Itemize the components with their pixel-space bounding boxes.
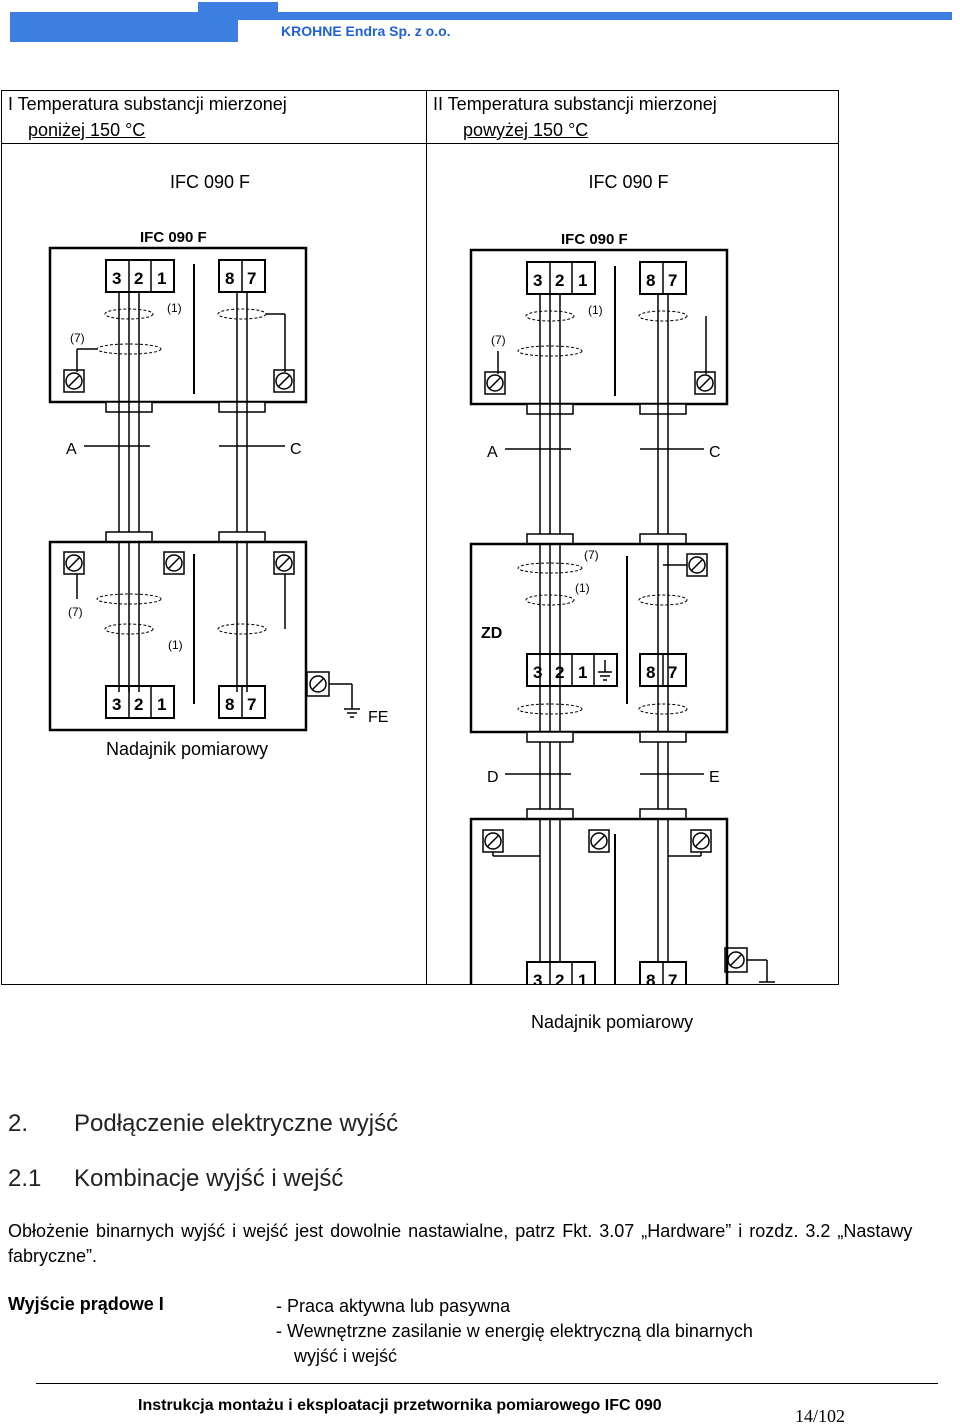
col1-bottom-t2: 2 bbox=[134, 695, 143, 714]
page-number: 14/102 bbox=[795, 1406, 846, 1426]
col2-wiring-diagram: IFC 090 F 3 2 1 8 7 (1) (7) bbox=[469, 231, 807, 984]
output-features: - Praca aktywna lub pasywna - Wewnętrzne… bbox=[276, 1294, 753, 1369]
col1-top-t2: 2 bbox=[134, 269, 143, 288]
col2-bottom-t7: 7 bbox=[668, 971, 677, 984]
col1-bottom-note1: (1) bbox=[168, 638, 183, 652]
col2-zd-t2: 2 bbox=[555, 663, 564, 682]
col1-caption: Nadajnik pomiarowy bbox=[106, 739, 269, 759]
col1-bottom-t3: 3 bbox=[112, 695, 121, 714]
col2-zd-t7: 7 bbox=[668, 663, 677, 682]
col2-top-t7: 7 bbox=[668, 271, 677, 290]
col1-top-t8: 8 bbox=[225, 269, 234, 288]
col2-subtitle: powyżej 150 °C bbox=[463, 120, 589, 140]
col1-top-t3: 3 bbox=[112, 269, 121, 288]
col2-bottom-t8: 8 bbox=[646, 971, 655, 984]
col2-zd-t1: 1 bbox=[578, 663, 587, 682]
col2-label-c: C bbox=[709, 444, 721, 461]
col1-top-note7: (7) bbox=[70, 331, 85, 345]
header-accent bbox=[10, 12, 238, 42]
footer-text: Instrukcja montażu i eksploatacji przetw… bbox=[138, 1397, 662, 1414]
company-name: KROHNE Endra Sp. z o.o. bbox=[281, 23, 451, 39]
col2-bottom-t1: 1 bbox=[578, 971, 587, 984]
col2-body: IFC 090 F IFC 090 F 3 2 1 8 7 (1) (7) bbox=[426, 143, 839, 1032]
col1-top-t1: 1 bbox=[157, 269, 166, 288]
wiring-table: I Temperatura substancji mierzonej poniż… bbox=[1, 90, 839, 1032]
col2-zd-t3: 3 bbox=[533, 663, 542, 682]
col2-top-note7: (7) bbox=[491, 333, 506, 347]
footer-divider bbox=[36, 1383, 938, 1384]
col2-label-e: E bbox=[709, 769, 720, 786]
feature-item: - Praca aktywna lub pasywna bbox=[276, 1296, 511, 1316]
feature-item-continuation: wyjść i wejść bbox=[294, 1346, 398, 1366]
header-accent-line bbox=[238, 12, 952, 20]
col2-label-a: A bbox=[487, 444, 498, 461]
col1-bottom-t7: 7 bbox=[247, 695, 256, 714]
subsection-number: 2.1 bbox=[8, 1165, 42, 1192]
output-label: Wyjście prądowe I bbox=[8, 1294, 164, 1314]
header-bar bbox=[0, 0, 960, 44]
col2-top-t3: 3 bbox=[533, 271, 542, 290]
col2-bottom-t3: 3 bbox=[533, 971, 542, 984]
col2-bottom-t2: 2 bbox=[555, 971, 564, 984]
col2-top-t1: 1 bbox=[578, 271, 587, 290]
col2-top-t2: 2 bbox=[555, 271, 564, 290]
col2-label-zd: ZD bbox=[481, 625, 502, 642]
col2-zd-note1: (1) bbox=[575, 581, 590, 595]
col2-title: II Temperatura substancji mierzonej bbox=[433, 94, 717, 114]
col1-body: IFC 090 F IFC 090 F 3 2 1 8 7 (1) (7) bbox=[1, 143, 427, 985]
col1-subtitle: poniżej 150 °C bbox=[28, 120, 146, 140]
header-accent-top bbox=[198, 2, 278, 14]
subsection-title: Kombinacje wyjść i wejść bbox=[74, 1165, 344, 1192]
section-title: Podłączenie elektryczne wyjść bbox=[74, 1110, 399, 1137]
section-number: 2. bbox=[8, 1110, 29, 1137]
col1-label-c: C bbox=[290, 441, 302, 458]
feature-item: - Wewnętrzne zasilanie w energię elektry… bbox=[276, 1321, 753, 1341]
col2-top-note1: (1) bbox=[588, 303, 603, 317]
col1-wiring-diagram: IFC 090 F 3 2 1 8 7 (1) (7) bbox=[48, 229, 388, 732]
col1-header: I Temperatura substancji mierzonej poniż… bbox=[1, 90, 427, 144]
col1-bottom-t8: 8 bbox=[225, 695, 234, 714]
col2-label-fe: FE bbox=[787, 983, 807, 984]
col2-header: II Temperatura substancji mierzonej powy… bbox=[426, 90, 839, 144]
col1-bottom-t1: 1 bbox=[157, 695, 166, 714]
col1-device-label: IFC 090 F bbox=[140, 229, 207, 246]
col1-label-a: A bbox=[66, 441, 77, 458]
col1-bottom-note7: (7) bbox=[68, 605, 83, 619]
col2-label-d: D bbox=[487, 769, 499, 786]
col2-device-label: IFC 090 F bbox=[561, 231, 628, 248]
subsection-heading: 2.1 Kombinacje wyjść i wejść bbox=[8, 1165, 343, 1193]
col2-zd-t8: 8 bbox=[646, 663, 655, 682]
col1-model: IFC 090 F bbox=[169, 172, 251, 192]
col2-model: IFC 090 F bbox=[588, 172, 669, 192]
col1-title: I Temperatura substancji mierzonej bbox=[8, 94, 287, 114]
col1-label-fe: FE bbox=[368, 709, 388, 726]
col1-top-t7: 7 bbox=[247, 269, 256, 288]
col1-top-note1: (1) bbox=[167, 301, 182, 315]
section-paragraph: Obłożenie binarnych wyjść i wejść jest d… bbox=[8, 1221, 913, 1266]
col2-zd-note7: (7) bbox=[584, 548, 599, 562]
section-heading: 2. Podłączenie elektryczne wyjść bbox=[8, 1110, 398, 1138]
col2-caption: Nadajnik pomiarowy bbox=[531, 1012, 694, 1032]
col2-top-t8: 8 bbox=[646, 271, 655, 290]
